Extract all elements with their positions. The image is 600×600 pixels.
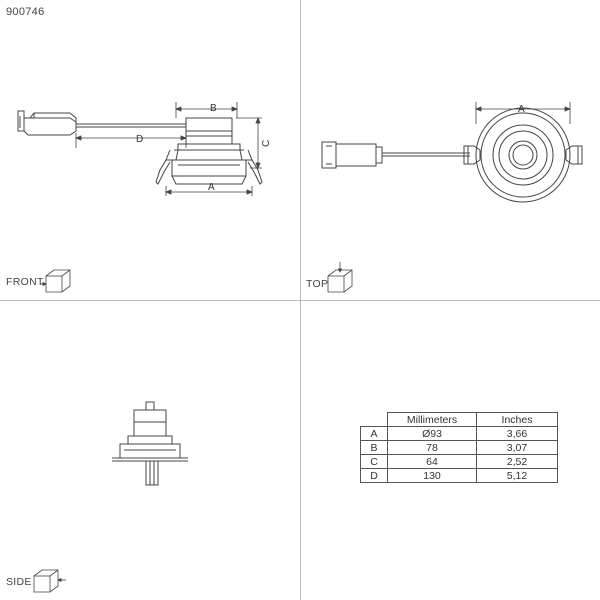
table-header-mm: Millimeters — [387, 412, 477, 427]
table-corner-cell — [360, 412, 388, 427]
top-spring-clips — [463, 145, 583, 165]
side-view-label: SIDE — [6, 576, 32, 588]
table-row: C 64 2,52 — [360, 454, 558, 469]
row-millimeters: 130 — [387, 468, 477, 483]
top-driver-box — [321, 141, 383, 169]
front-dim-letter-c: C — [261, 140, 272, 147]
product-code: 900746 — [6, 6, 45, 18]
row-label: A — [360, 426, 388, 441]
top-dim-letter-a: A — [518, 104, 525, 115]
table-header-row: Millimeters Inches — [360, 412, 558, 427]
table-header-inches: Inches — [476, 412, 558, 427]
front-view-cube-icon — [40, 269, 71, 293]
row-millimeters: 78 — [387, 440, 477, 455]
row-inches: 5,12 — [476, 468, 558, 483]
top-view-cube-icon — [327, 262, 353, 293]
driver-box — [17, 110, 77, 136]
side-view-drawing — [33, 401, 188, 593]
dimensions-table: Millimeters Inches A Ø93 3,66 B 78 3,07 … — [360, 412, 558, 483]
top-view-drawing: A — [321, 102, 583, 293]
front-dim-letter-a: A — [208, 182, 215, 193]
luminaire-body — [155, 117, 263, 185]
row-label: C — [360, 454, 388, 469]
row-millimeters: Ø93 — [387, 426, 477, 441]
top-luminaire-rings — [475, 107, 571, 203]
row-label: D — [360, 468, 388, 483]
side-view-cube-icon — [33, 569, 66, 593]
top-dimension-line-a — [474, 102, 572, 124]
row-inches: 3,66 — [476, 426, 558, 441]
row-inches: 3,07 — [476, 440, 558, 455]
row-label: B — [360, 440, 388, 455]
row-millimeters: 64 — [387, 454, 477, 469]
front-view-label: FRONT — [6, 276, 44, 288]
front-dim-letter-d: D — [136, 134, 143, 145]
table-row: B 78 3,07 — [360, 440, 558, 455]
cable — [76, 123, 186, 128]
front-dimension-lines — [74, 102, 262, 196]
front-view-drawing: B D C A — [17, 102, 272, 293]
table-row: D 130 5,12 — [360, 468, 558, 483]
quadrant-divider-horizontal — [0, 300, 600, 301]
top-view-label: TOP — [306, 278, 329, 290]
table-row: A Ø93 3,66 — [360, 426, 558, 441]
row-inches: 2,52 — [476, 454, 558, 469]
side-luminaire-body — [112, 401, 188, 486]
front-dim-letter-b: B — [210, 103, 217, 114]
